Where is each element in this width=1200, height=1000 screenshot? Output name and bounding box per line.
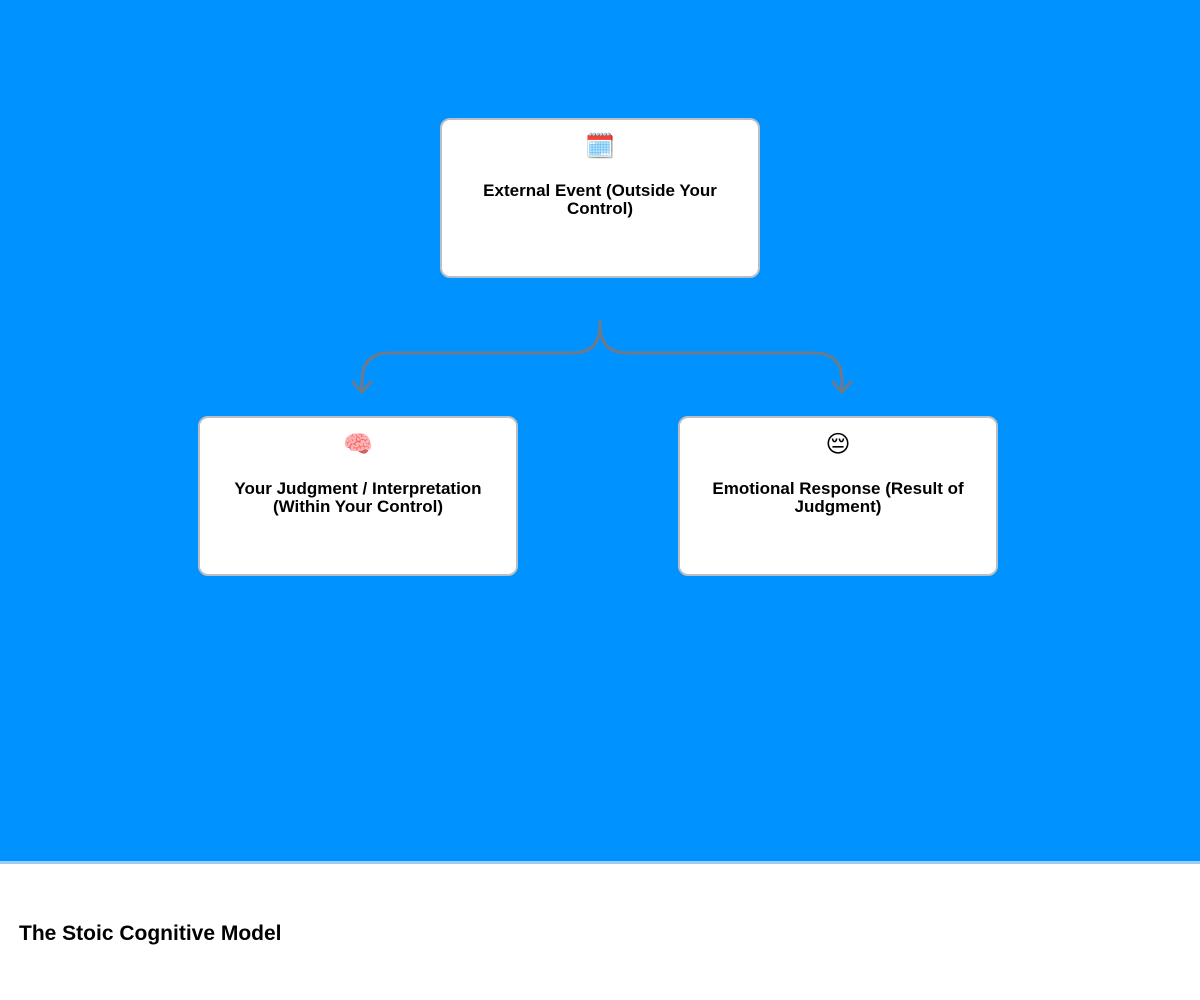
- node-label: Emotional Response (Result of Judgment): [712, 479, 964, 516]
- calendar-icon: 🗓️: [585, 132, 615, 160]
- arrowhead-judgment: [350, 379, 374, 395]
- node-judgment[interactable]: 🧠 Your Judgment / Interpretation (Within…: [198, 416, 518, 576]
- node-label: Your Judgment / Interpretation (Within Y…: [234, 479, 482, 516]
- brain-icon: 🧠: [343, 430, 373, 458]
- diagram-title: The Stoic Cognitive Model: [19, 922, 282, 945]
- caption-area: The Stoic Cognitive Model: [0, 864, 1200, 1000]
- divider: [0, 861, 1200, 864]
- connector-event-to-emotion: [598, 320, 844, 392]
- node-emotional-response[interactable]: 😔 Emotional Response (Result of Judgment…: [678, 416, 998, 576]
- node-external-event[interactable]: 🗓️ External Event (Outside Your Control): [440, 118, 760, 278]
- connector-layer: [350, 320, 854, 395]
- connector-event-to-judgment: [360, 320, 602, 392]
- node-label: External Event (Outside Your Control): [483, 181, 717, 218]
- arrowhead-emotion: [830, 379, 854, 395]
- pensive-face-icon: 😔: [825, 430, 851, 458]
- diagram-canvas: 🗓️ External Event (Outside Your Control)…: [0, 0, 1200, 861]
